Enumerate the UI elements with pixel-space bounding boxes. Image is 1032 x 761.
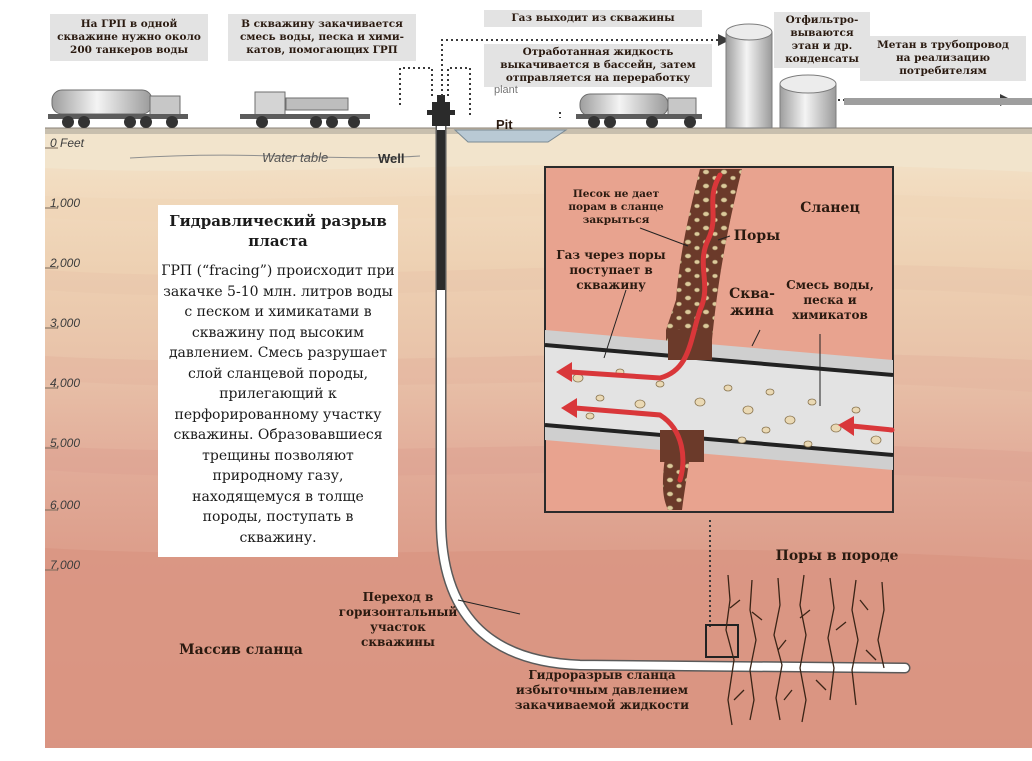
fractures xyxy=(725,574,885,726)
depth-2000: 2,000 xyxy=(50,256,81,270)
depth-7000: 7,000 xyxy=(50,558,81,572)
label-pores-in-rock: Поры в породе xyxy=(775,548,899,564)
inset-label-wellbore: Сква- жина xyxy=(729,286,775,319)
pit xyxy=(453,129,568,143)
depth-1000: 1,000 xyxy=(50,196,81,210)
inset-label-mix: Смесь воды, песка и химикатов xyxy=(786,278,874,322)
inset-label-sand: Песок не дает порам в сланце закрыться xyxy=(568,188,664,226)
wellhead xyxy=(427,95,455,126)
label-shale-massif: Массив сланца xyxy=(179,642,303,658)
depth-0: 0 Feet xyxy=(50,136,85,150)
closeup-marker xyxy=(705,624,739,658)
inset-label-shale: Сланец xyxy=(800,200,860,216)
label-tankers: На ГРП в одной скважине нужно около 200 … xyxy=(50,14,208,61)
depth-3000: 3,000 xyxy=(50,316,81,330)
label-gas-out: Газ выходит из скважины xyxy=(484,10,702,27)
depth-4000: 4,000 xyxy=(50,376,81,390)
label-waste: Отработанная жидкость выкачивается в бас… xyxy=(484,44,712,87)
label-water-table: Water table xyxy=(262,150,329,165)
label-fracture: Гидроразрыв сланца избыточным давлением … xyxy=(514,668,690,712)
info-body: ГРП (“fracing”) происходит при закачке 5… xyxy=(161,263,395,546)
label-injection: В скважину закачивается смесь воды, песк… xyxy=(228,14,416,61)
label-transition: Переход в горизонтальный участок скважин… xyxy=(338,590,458,649)
label-well: Well xyxy=(378,151,405,166)
info-box: Гидравлический разрыв пласта ГРП (“fraci… xyxy=(158,205,398,557)
label-plant: plant xyxy=(494,84,518,96)
info-title: Гидравлический разрыв пласта xyxy=(169,212,387,250)
inset-closeup xyxy=(544,166,895,513)
depth-5000: 5,000 xyxy=(50,436,81,450)
label-pipeline: Метан в трубопровод на реализацию потреб… xyxy=(860,36,1026,81)
inset-label-gas-through: Газ через поры поступает в скважину xyxy=(556,248,666,292)
label-filter: Отфильтро- вываются этан и др. конденсат… xyxy=(774,12,870,68)
tanker-truck-1 xyxy=(48,89,188,128)
storage-tanks xyxy=(725,23,837,129)
pump-truck xyxy=(240,91,370,128)
inset-label-pores: Поры xyxy=(733,228,781,244)
waste-tanker-truck xyxy=(576,93,702,128)
depth-6000: 6,000 xyxy=(50,498,81,512)
label-pit: Pit xyxy=(496,117,513,132)
